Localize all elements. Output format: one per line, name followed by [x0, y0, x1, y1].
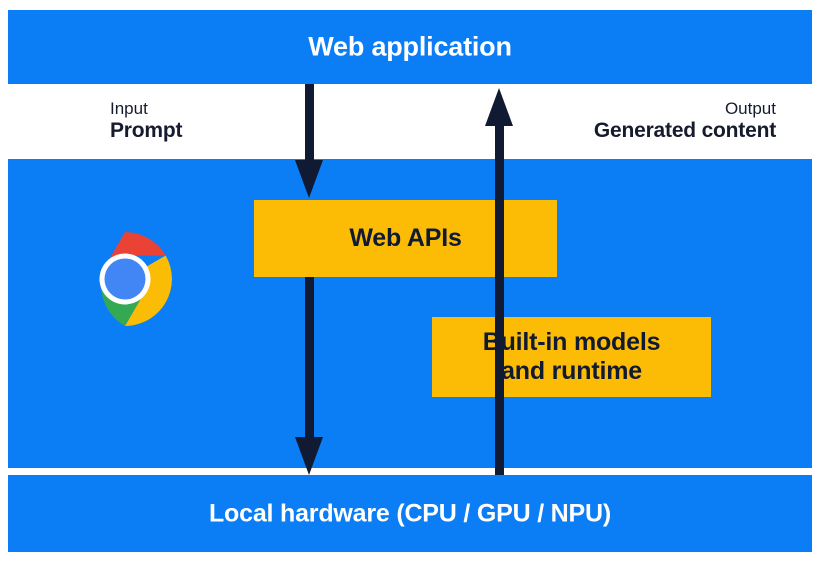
generated-content-arrow-head-icon	[485, 88, 513, 126]
input-caption: Input Prompt	[110, 99, 183, 144]
builtin-models-box-line-1: Built-in models	[482, 327, 661, 356]
output-kind-label: Output	[724, 99, 776, 118]
input-kind-label: Input	[110, 99, 148, 118]
input-value-label: Prompt	[110, 119, 183, 143]
web-apis-box-label: Web APIs	[349, 224, 462, 252]
prompt-arrow-upper-head-icon	[295, 160, 323, 198]
chrome-logo-icon	[77, 231, 173, 327]
web-apis-box[interactable]: Web APIs	[254, 200, 557, 277]
builtin-models-box[interactable]: Built-in models and runtime	[432, 317, 711, 397]
prompt-arrow-upper-shaft	[305, 84, 314, 166]
local-hardware-title: Local hardware (CPU / GPU / NPU)	[208, 499, 611, 527]
output-value-label: Generated content	[593, 119, 776, 143]
browser-band: Browser Web APIs Built-in models and run…	[8, 159, 812, 526]
prompt-arrow-lower-shaft	[305, 277, 314, 437]
generated-content-arrow-shaft	[495, 123, 504, 475]
prompt-arrow-lower-head-icon	[295, 437, 323, 475]
web-application-band: Web application	[8, 10, 812, 84]
output-caption: Output Generated content	[594, 99, 776, 144]
web-application-title: Web application	[308, 31, 512, 62]
local-hardware-band: Local hardware (CPU / GPU / NPU)	[8, 475, 812, 552]
builtin-models-box-line-2: and runtime	[501, 357, 642, 385]
